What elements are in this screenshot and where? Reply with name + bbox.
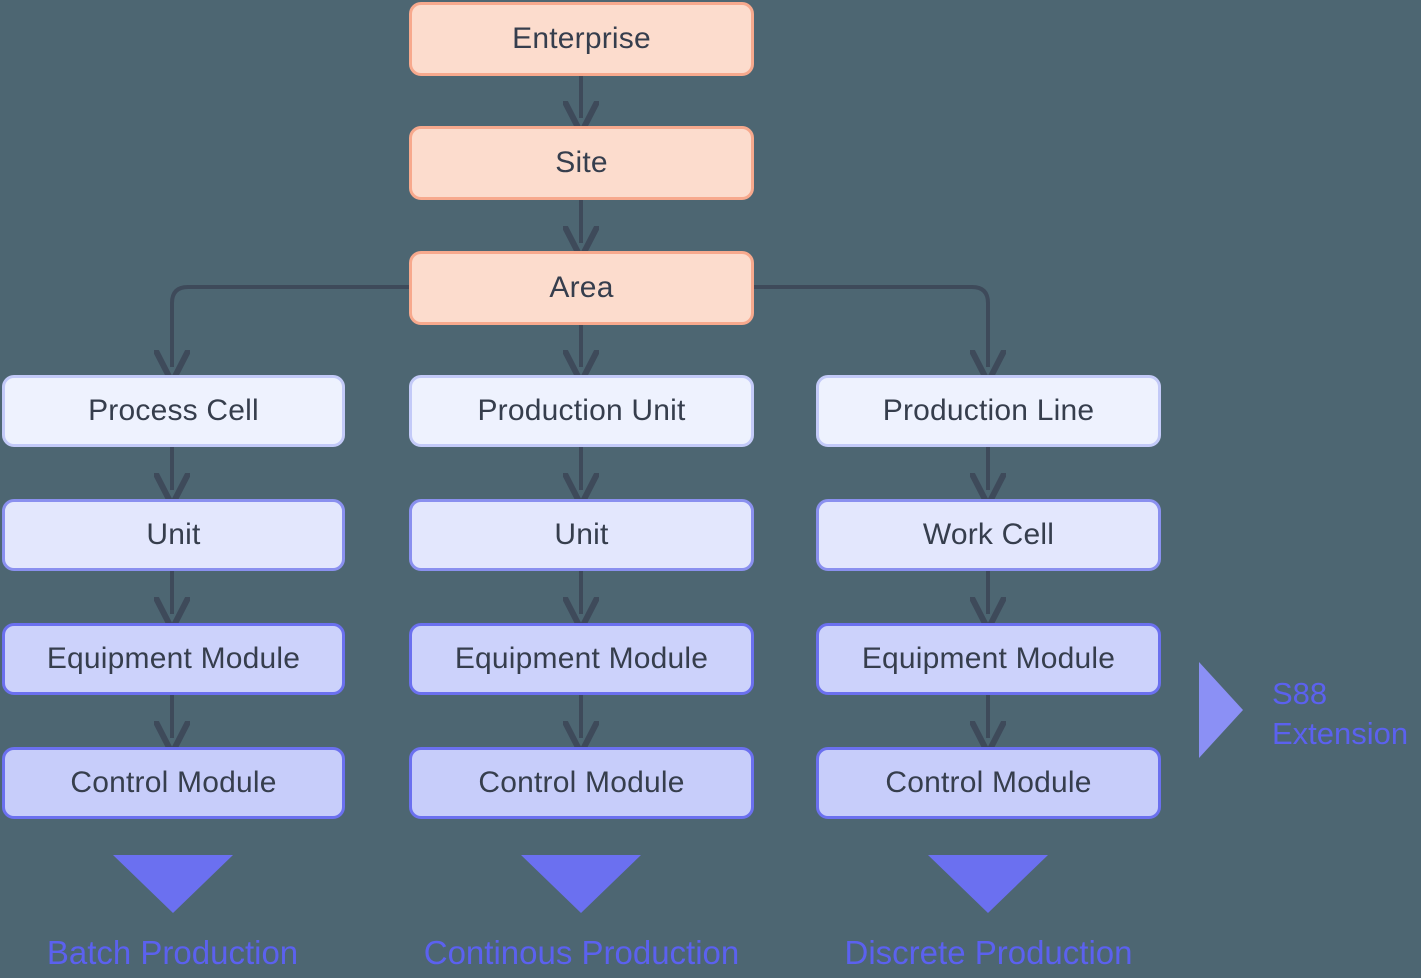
outcome-continuous-production-label: Continous Production: [423, 934, 740, 971]
node-c1-control-module-label: Control Module: [70, 766, 277, 799]
s88-extension-annotation: S88 Extension: [1272, 674, 1408, 753]
node-c2-control-module[interactable]: Control Module: [409, 747, 754, 819]
node-enterprise[interactable]: Enterprise: [409, 2, 754, 76]
node-production-line[interactable]: Production Line: [816, 375, 1161, 447]
outcome-batch-production: Batch Production: [0, 934, 345, 972]
node-site[interactable]: Site: [409, 126, 754, 200]
edge-area-production-line: [754, 285, 988, 367]
node-c3-equipment-module[interactable]: Equipment Module: [816, 623, 1161, 695]
node-c1-control-module[interactable]: Control Module: [2, 747, 345, 819]
node-process-cell-label: Process Cell: [88, 394, 259, 427]
node-c1-unit-label: Unit: [146, 518, 201, 551]
node-c2-unit-label: Unit: [554, 518, 609, 551]
node-c1-equipment-module[interactable]: Equipment Module: [2, 623, 345, 695]
s88-extension-arrow-icon: [1199, 662, 1243, 758]
node-work-cell-label: Work Cell: [922, 518, 1055, 551]
node-site-label: Site: [555, 146, 608, 179]
node-area-label: Area: [549, 271, 614, 304]
node-c2-control-module-label: Control Module: [478, 766, 685, 799]
node-area[interactable]: Area: [409, 251, 754, 325]
node-enterprise-label: Enterprise: [512, 22, 651, 55]
edge-area-process-cell: [172, 285, 409, 367]
outcome-batch-production-label: Batch Production: [46, 934, 299, 971]
node-c2-unit[interactable]: Unit: [409, 499, 754, 571]
discrete-outcome-arrow-icon: [928, 855, 1048, 913]
node-production-unit[interactable]: Production Unit: [409, 375, 754, 447]
node-work-cell[interactable]: Work Cell: [816, 499, 1161, 571]
outcome-discrete-production: Discrete Production: [816, 934, 1161, 972]
s88-extension-line2: Extension: [1272, 715, 1409, 751]
node-c2-equipment-module[interactable]: Equipment Module: [409, 623, 754, 695]
node-c3-equipment-module-label: Equipment Module: [861, 642, 1116, 675]
node-c1-equipment-module-label: Equipment Module: [46, 642, 301, 675]
node-production-line-label: Production Line: [882, 394, 1095, 427]
node-production-unit-label: Production Unit: [477, 394, 686, 427]
outcome-discrete-production-label: Discrete Production: [844, 934, 1133, 971]
node-c2-equipment-module-label: Equipment Module: [454, 642, 709, 675]
node-c3-control-module[interactable]: Control Module: [816, 747, 1161, 819]
outcome-continuous-production: Continous Production: [409, 934, 754, 972]
node-c1-unit[interactable]: Unit: [2, 499, 345, 571]
batch-outcome-arrow-icon: [113, 855, 233, 913]
node-c3-control-module-label: Control Module: [885, 766, 1092, 799]
continuous-outcome-arrow-icon: [521, 855, 641, 913]
node-process-cell[interactable]: Process Cell: [2, 375, 345, 447]
s88-extension-line1: S88: [1272, 676, 1328, 711]
